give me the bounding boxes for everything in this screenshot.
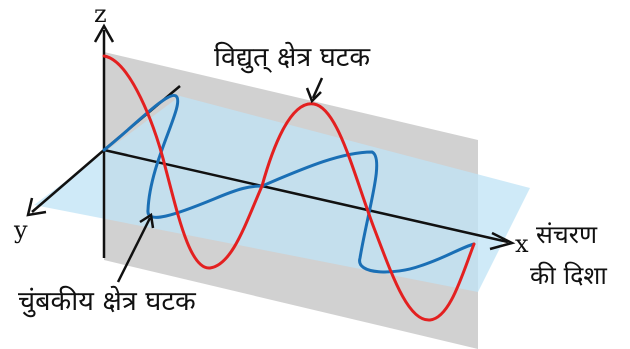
- electric-pointer-arrowhead: [305, 87, 322, 104]
- x-axis-label: x: [515, 230, 529, 258]
- electric-field-wave: [102, 54, 476, 322]
- z-axis-arrowhead: [93, 23, 115, 43]
- y-axis: [31, 149, 105, 213]
- x-axis: [103, 148, 509, 244]
- magnetic-label-pointer: [116, 217, 152, 283]
- electric-field-label: विद्युत् क्षेत्र घटक: [214, 41, 371, 74]
- propagation-label-line2: की दिशा: [530, 261, 607, 290]
- z-axis-label: z: [94, 0, 107, 28]
- magnetic-pointer-arrowhead: [139, 212, 155, 229]
- y-axis-label: y: [13, 216, 28, 244]
- electric-label-pointer: [311, 77, 324, 99]
- x-axis-arrowhead: [489, 231, 516, 251]
- propagation-label-line1: संचरण: [536, 220, 598, 249]
- y-axis-arrowhead: [26, 197, 47, 217]
- magnetic-field-label: चुंबकीय क्षेत्र घटक: [18, 285, 197, 318]
